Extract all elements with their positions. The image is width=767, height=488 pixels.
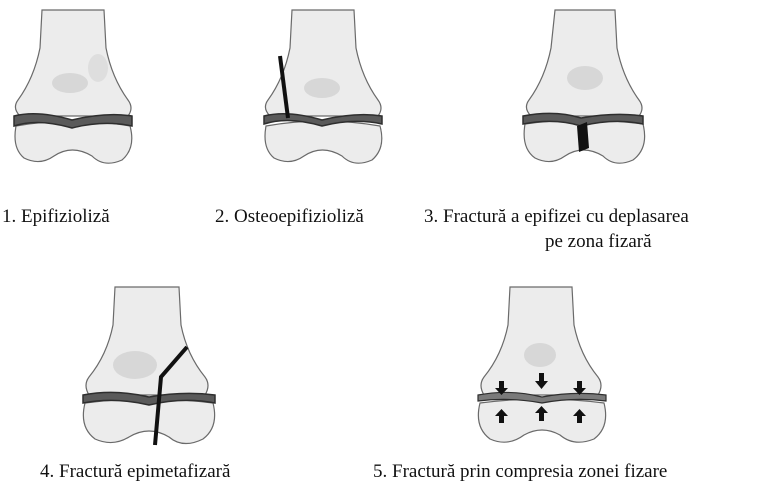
bone-shaft xyxy=(15,10,131,116)
caption-figure-3-line-1: 3. Fractură a epifizei cu deplasarea xyxy=(424,205,689,228)
bone-illustration-1 xyxy=(8,8,138,193)
bone-shaft xyxy=(526,10,642,116)
figure-4-epimetaphyseal-fracture xyxy=(75,285,225,455)
caption-figure-3-line-2: pe zona fizară xyxy=(545,230,652,253)
figure-3-epiphysis-fracture xyxy=(515,8,650,193)
fracture-fragment xyxy=(577,122,589,152)
figure-5-compression-fracture xyxy=(468,285,618,455)
caption-figure-5: 5. Fractură prin compresia zonei fizare xyxy=(373,460,667,483)
figure-2-osteoepiphysiolysis xyxy=(258,8,388,193)
bone-illustration-5 xyxy=(468,285,618,455)
bone-shaft xyxy=(86,287,208,395)
bone-illustration-3 xyxy=(515,8,650,193)
caption-figure-2: 2. Osteoepifizioliză xyxy=(215,205,364,228)
figure-1-epiphysiolysis xyxy=(8,8,138,193)
caption-figure-4: 4. Fractură epimetafizară xyxy=(40,460,230,483)
caption-figure-1: 1. Epifizioliză xyxy=(2,205,110,228)
epiphysis xyxy=(265,121,382,163)
bone-illustration-4 xyxy=(75,285,225,455)
bone-illustration-2 xyxy=(258,8,388,193)
